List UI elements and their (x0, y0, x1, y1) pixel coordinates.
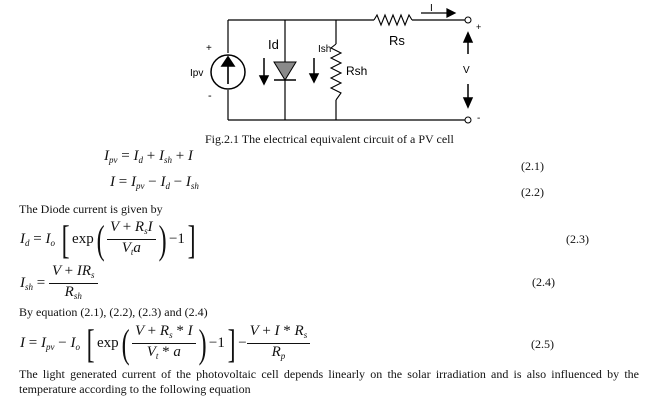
shunt-resistor-label: Rsh (346, 64, 367, 78)
pv-equivalent-circuit: + - Ipv Id Ish Rsh Rs I + V - (190, 3, 481, 124)
minus-left-label: - (208, 90, 212, 102)
equation-number-2-1: (2.1) (521, 159, 544, 173)
positive-terminal (464, 16, 472, 24)
negative-terminal (464, 116, 472, 124)
diode (273, 61, 297, 81)
diode-current-arrow-icon (258, 58, 270, 86)
figure-caption: Fig.2.1 The electrical equivalent circui… (205, 132, 454, 146)
shunt-current-label: Ish (318, 44, 331, 55)
source-current-label: Ipv (190, 68, 203, 79)
by-equation-text: By equation (2.1), (2.2), (2.3) and (2.4… (19, 305, 208, 319)
plus-left-label: + (206, 43, 212, 54)
equation-number-2-5: (2.5) (531, 337, 554, 351)
series-resistor-label: Rs (389, 33, 405, 48)
diode-current-label: Id (268, 37, 279, 52)
up-arrow-icon (220, 55, 236, 84)
minus-right-label: - (477, 113, 480, 124)
equation-2-1: Ipv = Id + Ish + I (104, 148, 193, 165)
shunt-current-arrow-icon (308, 58, 320, 84)
equation-number-2-3: (2.3) (566, 232, 589, 246)
equation-number-2-4: (2.4) (532, 275, 555, 289)
series-resistor (373, 13, 413, 27)
body-paragraph: The light generated current of the photo… (19, 367, 639, 396)
output-current-label: I (430, 3, 433, 14)
voltage-arrow-icon (462, 31, 474, 109)
equation-2-2: I = Ipv − Id − Ish (110, 174, 199, 191)
diode-intro-text: The Diode current is given by (19, 202, 163, 216)
plus-right-label: + (476, 22, 481, 32)
output-current-arrow-icon (421, 8, 457, 18)
shunt-resistor (329, 43, 343, 101)
voltage-label: V (463, 65, 470, 76)
equation-number-2-2: (2.2) (521, 185, 544, 199)
